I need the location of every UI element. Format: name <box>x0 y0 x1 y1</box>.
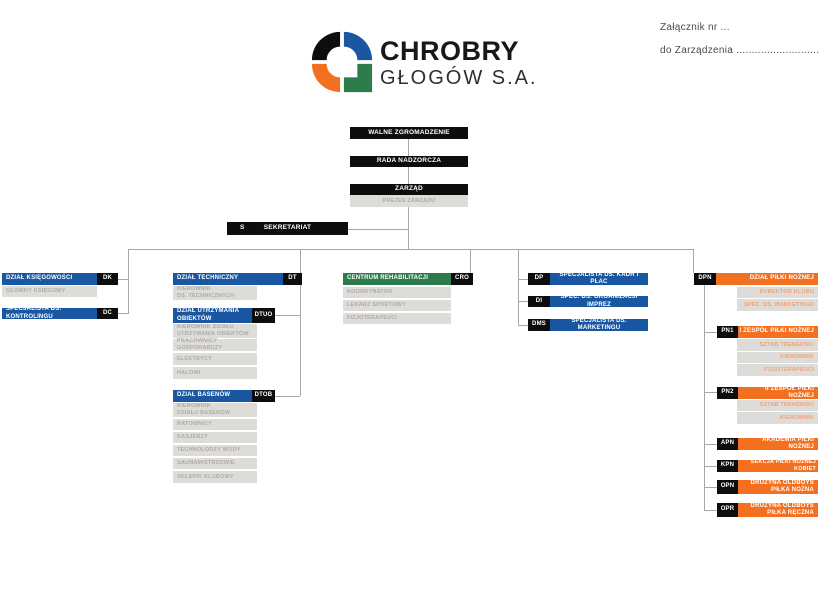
connector-dc-stub <box>118 313 128 314</box>
connector-apn-stub <box>704 444 717 445</box>
dt-code-tag: DT <box>283 273 302 285</box>
dzial-ksiegowosci-box: DZIAŁ KSIĘGOWOŚCI <box>2 273 97 285</box>
dtob-row: TECHNOLODZY WODY <box>173 445 257 456</box>
pn1-row: KIEROWNIK <box>737 352 818 363</box>
dtob-row: RATOWNICY <box>173 419 257 430</box>
sekretariat-code-tag: S <box>240 224 245 232</box>
dzial-basenow-box: DZIAŁ BASENÓW <box>173 390 252 402</box>
connector-opn-stub <box>704 487 717 488</box>
dc-code-tag: DC <box>97 308 118 319</box>
dt-row: KIEROWNIK DS. TECHNICZNYCH <box>173 286 257 300</box>
sekretariat-label: SEKRETARIAT <box>263 224 312 232</box>
dk-code-tag: DK <box>97 273 118 285</box>
pn1-row: SZTAB TRENERSKI <box>737 339 818 351</box>
opr-box: DRUŻYNA OLDBOYS PIŁKA RĘCZNA <box>738 503 818 517</box>
cro-row: FIZJOTERAPEUCI <box>343 313 451 324</box>
dp-box: SPECJALISTA DS. KADR I PŁAC <box>550 272 648 285</box>
dtob-code-tag: DTOB <box>252 390 275 402</box>
centrum-rehabilitacji-box: CENTRUM REHABILITACJI <box>343 273 451 285</box>
dtuo-code-tag: DTUO <box>252 308 275 323</box>
connector-dtuo-stub <box>275 315 300 316</box>
dpn-code-tag: DPN <box>694 273 716 285</box>
dtuo-row: HALOWI <box>173 367 257 379</box>
brand-block: CHROBRY GŁOGÓW S.A. <box>380 36 538 89</box>
apn-box: AKADEMIA PIŁKI NOŻNEJ <box>738 437 818 450</box>
brand-title: CHROBRY <box>380 36 520 66</box>
dms-code-tag: DMS <box>528 319 550 331</box>
di-box: SPEC. DS. ORGANIZACJI IMPREZ <box>550 294 648 308</box>
pn1-box: I ZESPÓŁ PIŁKI NOŻNEJ <box>738 326 818 338</box>
connector-dtob-stub <box>275 396 300 397</box>
connector-sekretariat <box>348 229 408 230</box>
attachment-order-line: do Zarządzenia .........................… <box>660 45 820 56</box>
dpn-row: SPEC. DS. MARKETINGU <box>737 299 818 311</box>
connector-dms-stub <box>518 325 528 326</box>
dtob-row: SAUNAMISTRZOWIE <box>173 458 257 469</box>
attachment-number-line: Załącznik nr ... <box>660 22 730 33</box>
dzial-techniczny-box: DZIAŁ TECHNICZNY <box>173 273 283 285</box>
kpn-box: SEKCJA PIŁKI NOŻNEJ KOBIET <box>738 459 818 472</box>
opn-code-tag: OPN <box>717 480 738 494</box>
connector-pn2-stub <box>704 392 717 393</box>
brand-subtitle: GŁOGÓW S.A. <box>380 67 538 89</box>
apn-code-tag: APN <box>717 438 738 450</box>
connector-di-stub <box>518 301 528 302</box>
dk-row: GŁÓWNY KSIĘGOWY <box>2 286 97 297</box>
opn-box: DRUŻYNA OLDBOYS PIŁKA NOŻNA <box>738 480 818 494</box>
pn2-box: II ZESPÓŁ PIŁKI NOŻNEJ <box>738 386 818 399</box>
connector-cro-vertical <box>470 249 471 274</box>
dtob-row: KIEROWNIK DZIAŁU BASENÓW <box>173 403 257 417</box>
dpn-row: DYREKTOR KLUBU <box>737 287 818 298</box>
dtuo-row: KIEROWNIK DZIAŁU UTRZYMANIA OBIEKTÓW <box>173 324 257 338</box>
connector-dpn-vertical <box>693 249 694 273</box>
dzial-utrzymania-obiektow-box: DZIAŁ UTRZYMANIA OBIEKTÓW <box>173 308 252 323</box>
connector-dp-stub <box>518 279 528 280</box>
cro-row: LEKARZ SPORTOWY <box>343 300 451 311</box>
dtuo-row: PRACOWNICY GOSPODARCZY <box>173 338 257 351</box>
sekretariat-box: S SEKRETARIAT <box>227 222 348 235</box>
connector-football-vertical <box>704 284 705 510</box>
kontroling-box: SPECJALISTA DS. KONTROLINGU <box>2 306 97 320</box>
walne-zgromadzenie-box: WALNE ZGROMADZENIE <box>350 127 468 139</box>
connector-accounting-vertical <box>128 249 129 314</box>
dp-code-tag: DP <box>528 273 550 285</box>
di-code-tag: DI <box>528 296 550 307</box>
dtob-row: SKLEPIK KLUBOWY <box>173 471 257 483</box>
connector-opr-stub <box>704 510 717 511</box>
zarzad-box: ZARZĄD <box>350 184 468 195</box>
pn2-row: SZTAB TRENERSKI <box>737 400 818 411</box>
dtuo-row: ELEKTRYCY <box>173 353 257 365</box>
opr-code-tag: OPR <box>717 503 738 517</box>
chrobry-logo-icon <box>310 30 374 94</box>
connector-kpn-stub <box>704 466 717 467</box>
cro-code-tag: CRO <box>451 273 473 285</box>
dtob-row: KASJERZY <box>173 432 257 443</box>
dzial-pilki-noznej-box: DZIAŁ PIŁKI NOŻNEJ <box>716 273 818 285</box>
connector-specialists-vertical <box>518 249 519 325</box>
connector-main-horizontal <box>128 249 694 250</box>
pn2-code-tag: PN2 <box>717 387 738 399</box>
connector-technical-vertical <box>300 249 301 396</box>
prezes-zarzadu-row: PREZES ZARZĄDU <box>350 195 468 207</box>
connector-pn1-stub <box>704 332 717 333</box>
dms-box: SPECJALISTA DS. MARKETINGU <box>550 318 648 331</box>
pn2-row: KIEROWNIK <box>737 412 818 424</box>
kpn-code-tag: KPN <box>717 460 738 472</box>
cro-row: KOORDYNATOR <box>343 287 451 298</box>
pn1-row: FIZJOTERAPEUCI <box>737 364 818 376</box>
connector-dk-stub <box>118 279 128 280</box>
rada-nadzorcza-box: RADA NADZORCZA <box>350 156 468 167</box>
pn1-code-tag: PN1 <box>717 326 738 338</box>
